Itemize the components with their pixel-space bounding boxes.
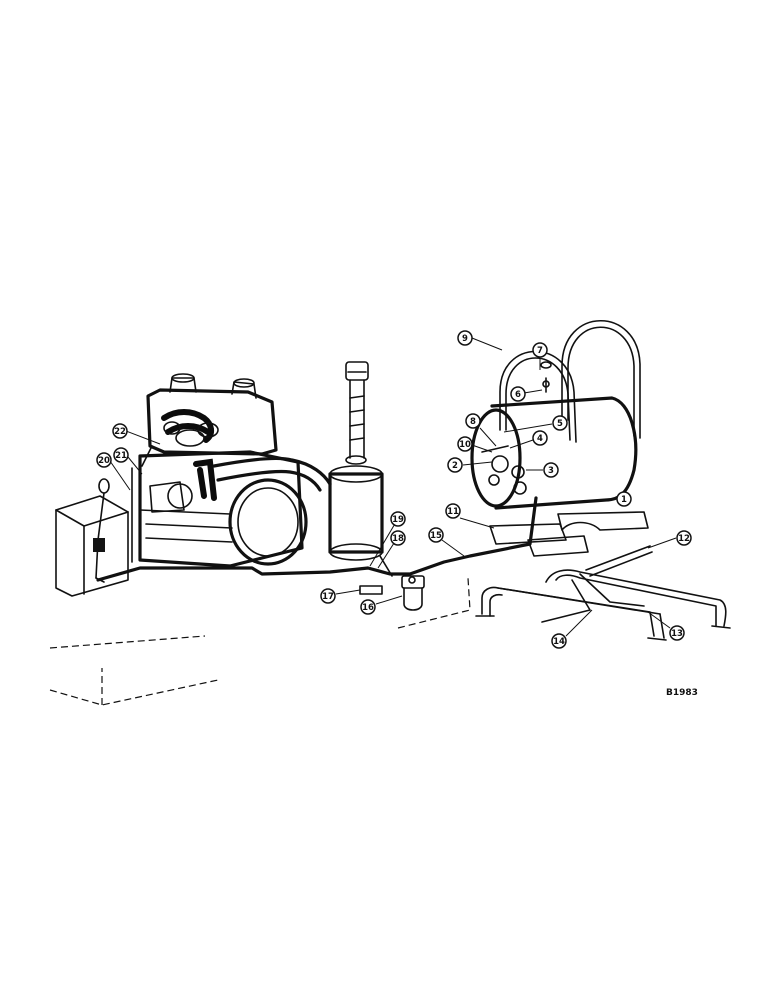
- callout-8: 8: [465, 413, 481, 429]
- callout-22: 22: [112, 423, 128, 439]
- svg-text:20: 20: [98, 456, 110, 466]
- svg-text:15: 15: [430, 531, 442, 541]
- svg-text:17: 17: [322, 592, 334, 602]
- frame-skid: [475, 545, 731, 641]
- svg-text:16: 16: [362, 603, 374, 613]
- svg-text:8: 8: [470, 417, 476, 427]
- callout-17: 17: [320, 588, 336, 604]
- drawing-code: B1983: [666, 688, 698, 698]
- svg-text:14: 14: [553, 637, 565, 647]
- svg-text:1: 1: [621, 495, 627, 505]
- callout-13: 13: [669, 625, 685, 641]
- svg-text:11: 11: [447, 507, 459, 517]
- air-lines: [96, 445, 538, 582]
- callout-5: 5: [552, 415, 568, 431]
- callout-9: 9: [457, 330, 473, 346]
- svg-text:9: 9: [462, 334, 468, 344]
- svg-text:2: 2: [452, 461, 458, 471]
- engine: [138, 373, 332, 568]
- callout-20: 20: [96, 452, 112, 468]
- callout-3: 3: [543, 462, 559, 478]
- svg-text:7: 7: [537, 346, 543, 356]
- callout-1: 1: [616, 491, 632, 507]
- svg-text:12: 12: [678, 534, 690, 544]
- callout-19: 19: [390, 511, 406, 527]
- battery-box: [55, 495, 129, 597]
- callout-18: 18: [390, 530, 406, 546]
- callout-15: 15: [428, 527, 444, 543]
- svg-text:6: 6: [515, 390, 521, 400]
- pressure-switch: [359, 575, 425, 611]
- svg-text:18: 18: [392, 534, 404, 544]
- svg-text:4: 4: [537, 434, 543, 444]
- control-lever: [93, 478, 110, 583]
- floor-platform: [49, 577, 471, 706]
- svg-text:13: 13: [671, 629, 683, 639]
- callout-leaders: [109, 337, 677, 637]
- callout-7: 7: [532, 342, 548, 358]
- svg-text:22: 22: [114, 427, 126, 437]
- callout-21: 21: [113, 447, 129, 463]
- callout-11: 11: [445, 503, 461, 519]
- skid-timbers: [489, 511, 649, 557]
- callout-12: 12: [676, 530, 692, 546]
- svg-text:10: 10: [459, 440, 471, 450]
- callout-2: 2: [447, 457, 463, 473]
- callout-16: 16: [360, 599, 376, 615]
- callout-14: 14: [551, 633, 567, 649]
- air-tank: [470, 319, 641, 510]
- svg-text:21: 21: [115, 451, 127, 461]
- callout-6: 6: [510, 386, 526, 402]
- air-cleaner: [328, 361, 384, 561]
- svg-text:3: 3: [548, 466, 554, 476]
- svg-text:19: 19: [392, 515, 404, 525]
- callout-4: 4: [532, 430, 548, 446]
- svg-text:5: 5: [557, 419, 563, 429]
- callout-10: 10: [457, 436, 473, 452]
